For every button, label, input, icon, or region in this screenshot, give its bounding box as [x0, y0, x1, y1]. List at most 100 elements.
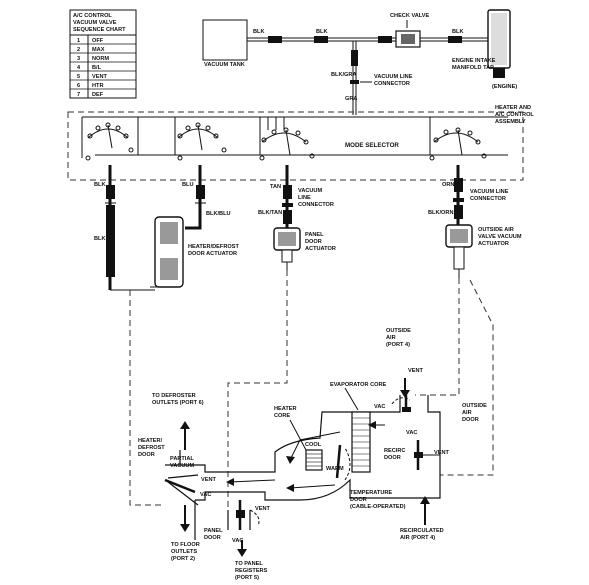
door-vent-label: VENT	[434, 450, 450, 456]
actuator-label: PANEL	[305, 232, 324, 238]
air-duct	[165, 395, 441, 540]
connector-label: VACUUM	[298, 188, 322, 194]
heater-core	[305, 449, 323, 471]
chart-row-num: 6	[77, 83, 80, 89]
sequence-chart: A/C CONTROL VACUUM VALVE SEQUENCE CHART …	[69, 9, 137, 99]
connector-label: CONNECTOR	[470, 196, 506, 202]
chart-row-name: MAX	[92, 47, 105, 53]
hose-color-label: BLK	[316, 29, 328, 35]
outlet-label: OUTLETS	[171, 549, 197, 555]
actuator-label: ACTUATOR	[305, 246, 336, 252]
chart-title-line: VACUUM VALVE	[73, 20, 117, 26]
temperature-door-label: (CABLE-OPERATED)	[350, 504, 406, 510]
control-assembly-label: A/C CONTROL	[495, 112, 534, 118]
actuator-label: HEATER/DEFROST	[188, 244, 239, 250]
connector-label: CONNECTOR	[298, 202, 334, 208]
evaporator-core-label: EVAPORATOR CORE	[330, 382, 387, 388]
cool-label: COOL	[305, 442, 322, 448]
vacuum-tank-label: VACUUM TANK	[204, 62, 245, 68]
vacuum-source: VACUUM TANK BLK BLK BLK CHECK VALVE ENGI…	[202, 9, 517, 115]
control-assembly-label: HEATER AND	[495, 105, 531, 111]
control-assembly: HEATER AND A/C CONTROL ASSEMBLY MODE SEL…	[67, 105, 534, 181]
engine-intake-label: MANIFOLD TAP	[452, 65, 494, 71]
chart-title-line: A/C CONTROL	[73, 13, 112, 19]
hose-color-label: BLK	[452, 29, 464, 35]
hose-color-label: BLK/GRA	[331, 72, 356, 78]
panel-door	[236, 500, 260, 530]
panel-door-actuator	[273, 227, 301, 270]
outlet-label: TO DEFROSTER	[152, 393, 196, 399]
hose-color-label: BLK/BLU	[206, 211, 231, 217]
hd-door-label: DEFROST	[138, 445, 165, 451]
airflow-arrows	[180, 378, 430, 557]
mode-selector-switch	[177, 122, 227, 161]
door-vent-label: VENT	[255, 506, 271, 512]
outside-air-label: AIR	[386, 335, 396, 341]
actuator-label: VALVE VACUUM	[478, 234, 522, 240]
hose-color-label: BLK/TAN	[258, 210, 282, 216]
chart-row-num: 4	[77, 65, 81, 71]
recirculated-air-label: RECIRCULATED	[400, 528, 444, 534]
connector-label: VACUUM LINE	[470, 189, 509, 195]
outlet-label: TO FLOOR	[171, 542, 200, 548]
evaporator-core	[351, 411, 371, 473]
mode-selector-switch	[259, 127, 315, 161]
door-linkages	[129, 270, 494, 510]
heater-core-label: CORE	[274, 413, 290, 419]
heater-core-label: HEATER	[274, 406, 297, 412]
hose-color-label: TAN	[270, 184, 281, 190]
actuator-label: DOOR ACTUATOR	[188, 251, 237, 257]
temperature-door-label: TEMPERATURE	[350, 490, 392, 496]
door-vent-label: VENT	[201, 477, 217, 483]
outside-air-label: OUTSIDE	[386, 328, 411, 334]
chart-row-name: DEF	[92, 92, 104, 98]
chart-row-num: 5	[77, 74, 80, 80]
chart-row-name: NORM	[92, 56, 109, 62]
outside-air-door-label: AIR	[462, 410, 472, 416]
mode-selector-switch	[429, 127, 487, 161]
temperature-door-label: DOOR	[350, 497, 367, 503]
recirculated-air-label: AIR (PORT 4)	[400, 535, 435, 541]
door-vac-label: VAC	[406, 430, 417, 436]
hose-color-label: BLK	[253, 29, 265, 35]
chart-row-num: 7	[77, 92, 80, 98]
chart-row-num: 1	[77, 38, 80, 44]
hose-color-label: BLK	[94, 236, 106, 242]
recirc-door-label: DOOR	[384, 455, 401, 461]
engine-intake-manifold	[487, 9, 511, 78]
door-vac-label: VAC	[232, 538, 243, 544]
outside-air-label: (PORT 4)	[386, 342, 410, 348]
chart-row-num: 2	[77, 47, 80, 53]
outlet-label: OUTLETS (PORT 6)	[152, 400, 204, 406]
warm-label: WARM	[326, 466, 344, 472]
recirc-door	[414, 440, 440, 470]
outside-air-hoses: ORN BLK/ORN VACUUM LINE CONNECTOR	[428, 165, 509, 225]
panel-door-label: PANEL	[204, 528, 223, 534]
chart-row-name: OFF	[92, 38, 104, 44]
chart-row-num: 3	[77, 56, 80, 62]
outlet-label: (PORT 5)	[235, 575, 259, 581]
panel-door-hoses: TAN BLK/TAN VACUUM LINE CONNECTOR	[258, 165, 334, 228]
check-valve-label: CHECK VALVE	[390, 13, 430, 19]
chart-row-name: HTR	[92, 83, 104, 89]
door-vent-label: VENT	[408, 368, 424, 374]
outlet-label: TO PANEL	[235, 561, 263, 567]
hose-color-label: GRA	[345, 96, 357, 102]
actuator-label: DOOR	[305, 239, 322, 245]
recirc-door-label: RECIRC	[384, 448, 405, 454]
hose-color-label: BLK/ORN	[428, 210, 453, 216]
partial-vacuum-label: PARTIAL	[170, 456, 194, 462]
heater-defrost-hoses: BLK BLU BLK/BLU BLK	[94, 165, 231, 290]
outside-air-door-label: OUTSIDE	[462, 403, 487, 409]
mode-selector-switch	[85, 122, 134, 161]
connector-label: LINE	[298, 195, 311, 201]
mode-selector-label: MODE SELECTOR	[345, 142, 399, 149]
actuator-label: ACTUATOR	[478, 241, 509, 247]
outlet-label: REGISTERS	[235, 568, 268, 574]
hose-color-label: BLK	[94, 182, 106, 188]
vacuum-line-connector-label: VACUUM LINE	[374, 74, 413, 80]
hose-color-label: BLU	[182, 182, 194, 188]
partial-vacuum-label: VACUUM	[170, 463, 194, 469]
control-assembly-label: ASSEMBLY	[495, 119, 526, 125]
